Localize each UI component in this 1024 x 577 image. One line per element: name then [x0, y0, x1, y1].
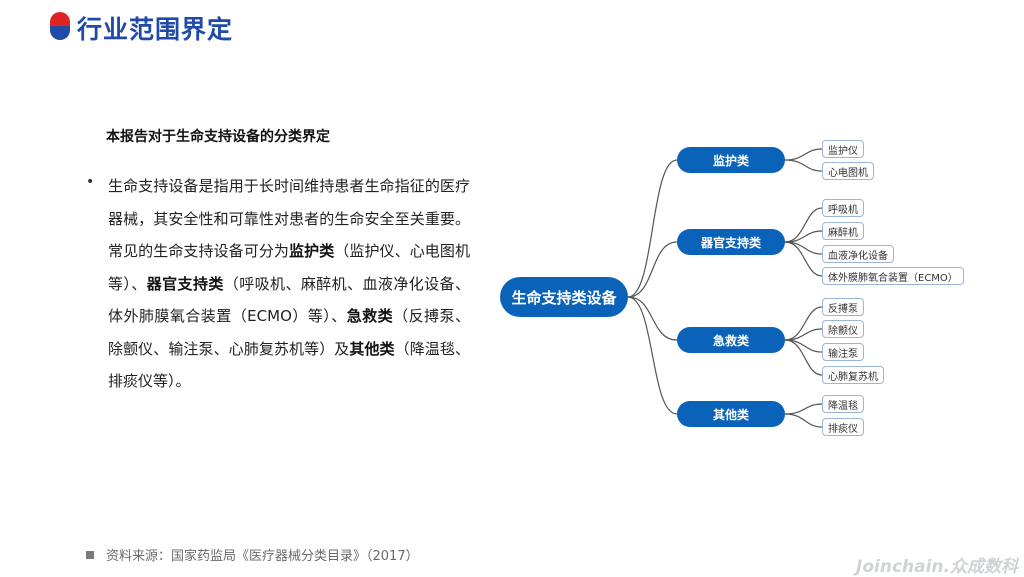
- section-subtitle: 本报告对于生命支持设备的分类界定: [106, 129, 330, 145]
- mindmap-category-other: 其他类: [677, 401, 785, 427]
- mindmap-leaf: 输注泵: [822, 343, 864, 361]
- brand-logo-icon: [50, 12, 70, 40]
- mindmap-links: [627, 148, 823, 428]
- mindmap-leaf: 呼吸机: [822, 199, 864, 217]
- desc-text-3: （呼吸机、麻醉机、血液净化设备、体外肺膜氧合装置（ECMO）等）、: [108, 274, 470, 326]
- mindmap-category-organ-support: 器官支持类: [677, 229, 785, 255]
- desc-text-4: （反搏泵、除颤仪、输注泵、心肺复苏机等）及: [108, 307, 470, 358]
- brand-watermark: Joinchain.众成数科: [856, 557, 1018, 577]
- link-organ-1: [784, 207, 823, 243]
- link-emergency-4: [784, 339, 823, 376]
- mindmap-leaf: 体外膜肺氧合装置（ECMO）: [822, 267, 964, 285]
- link-emergency-3: [784, 339, 823, 353]
- mindmap-category-emergency: 急救类: [677, 327, 785, 353]
- source-note: 资料来源：国家药监局《医疗器械分类目录》（2017）: [106, 549, 419, 564]
- link-root-monitor: [627, 159, 678, 298]
- description-paragraph: 生命支持设备是指用于长时间维持患者生命指征的医疗器械，其安全性和可靠性对患者的生…: [108, 170, 470, 398]
- desc-category-other: 其他类: [349, 339, 395, 358]
- mindmap-leaf: 排痰仪: [822, 418, 864, 436]
- mindmap-diagram: 生命支持类设备 监护类 器官支持类 急救类 其他类 监护仪 心电图机 呼吸机 麻…: [480, 130, 1000, 450]
- link-other-1: [784, 403, 823, 415]
- link-emergency-2: [784, 328, 823, 341]
- link-root-other: [627, 296, 678, 415]
- link-root-emergency: [627, 296, 678, 341]
- desc-text-5: （降温毯、排痰仪等）。: [108, 339, 470, 391]
- desc-category-organ-support: 器官支持类: [146, 274, 224, 293]
- link-monitor-1: [784, 148, 823, 161]
- mindmap-leaf: 心电图机: [822, 162, 874, 180]
- desc-text-2: （监护仪、心电图机等）、: [108, 242, 470, 293]
- mindmap-leaf: 麻醉机: [822, 222, 864, 240]
- desc-text-1: 生命支持设备是指用于长时间维持患者生命指征的医疗器械，其安全性和可靠性对患者的生…: [108, 177, 470, 260]
- bullet-icon: •: [86, 174, 95, 190]
- mindmap-leaf: 心肺复苏机: [822, 366, 884, 384]
- link-root-organ: [627, 241, 678, 298]
- mindmap-category-monitor: 监护类: [677, 147, 785, 173]
- mindmap-leaf: 反搏泵: [822, 298, 864, 316]
- link-other-2: [784, 413, 823, 428]
- mindmap-leaf: 降温毯: [822, 395, 864, 413]
- link-monitor-2: [784, 159, 823, 172]
- link-organ-4: [784, 241, 823, 277]
- mindmap-leaf: 监护仪: [822, 140, 864, 158]
- link-emergency-1: [784, 306, 823, 341]
- link-organ-3: [784, 241, 823, 255]
- mindmap-leaf: 除颤仪: [822, 320, 864, 338]
- source-bullet-icon: [86, 551, 94, 559]
- mindmap-root-node: 生命支持类设备: [500, 277, 628, 317]
- page-title: 行业范围界定: [77, 15, 234, 44]
- desc-category-monitor: 监护类: [289, 242, 335, 260]
- desc-category-emergency: 急救类: [346, 307, 394, 325]
- mindmap-leaf: 血液净化设备: [822, 245, 894, 263]
